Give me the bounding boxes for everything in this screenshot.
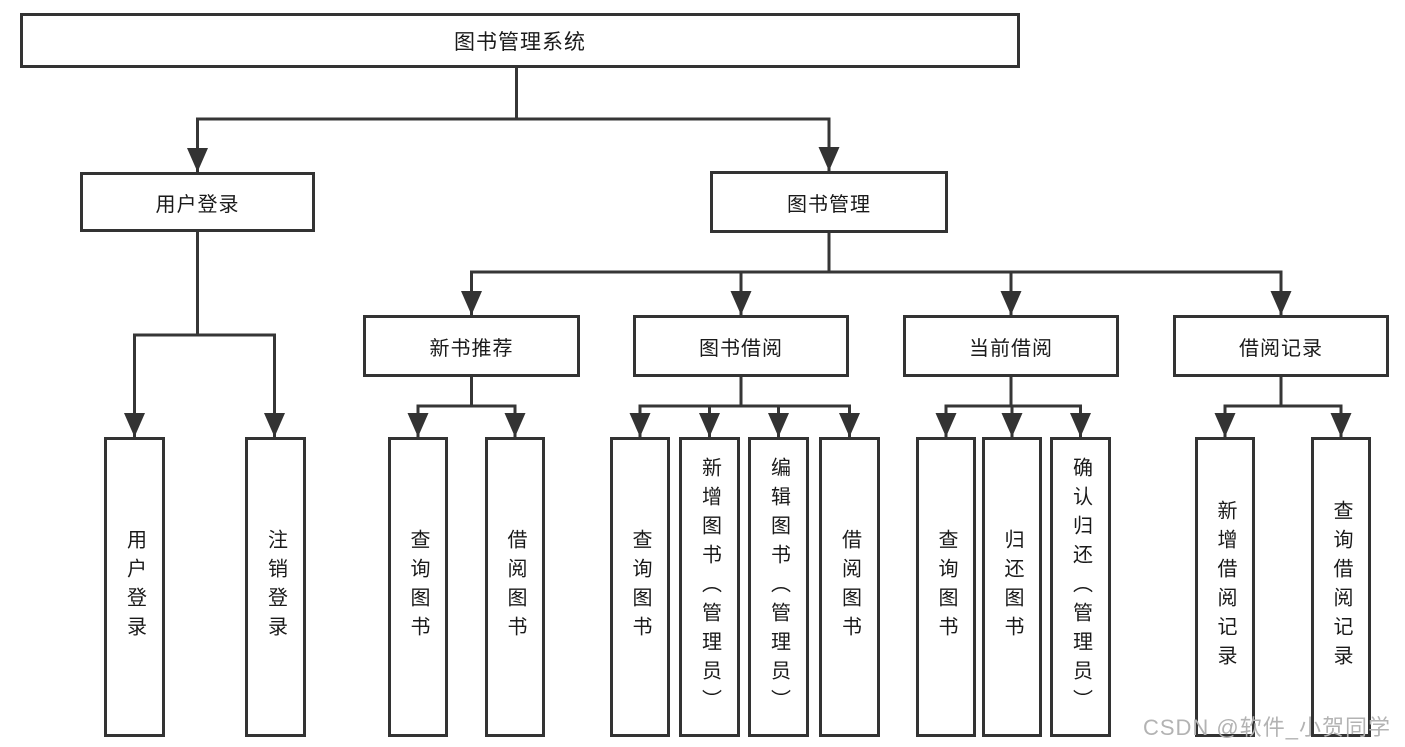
- node-borrow-records: 借阅记录: [1173, 315, 1389, 377]
- node-current-borrow: 当前借阅: [903, 315, 1119, 377]
- leaf-add-book-admin: 新增图书（管理员）: [679, 437, 740, 737]
- leaf-confirm-return-admin: 确认归还（管理员）: [1050, 437, 1111, 737]
- csdn-watermark: CSDN @软件_小贺同学: [1142, 715, 1391, 740]
- node-new-book-recommend: 新书推荐: [363, 315, 580, 377]
- leaf-return-book: 归还图书: [982, 437, 1042, 737]
- node-user-login: 用户登录: [80, 172, 315, 232]
- leaf-query-books-recommend: 查询图书: [388, 437, 448, 737]
- leaf-query-books-current: 查询图书: [916, 437, 976, 737]
- leaf-user-login: 用户登录: [104, 437, 165, 737]
- leaf-borrow-books: 借阅图书: [819, 437, 880, 737]
- node-book-borrow: 图书借阅: [633, 315, 849, 377]
- node-book-management: 图书管理: [710, 171, 948, 233]
- leaf-add-borrow-record: 新增借阅记录: [1195, 437, 1255, 737]
- leaf-logout: 注销登录: [245, 437, 306, 737]
- leaf-edit-book-admin: 编辑图书（管理员）: [748, 437, 809, 737]
- leaf-query-books-borrow: 查询图书: [610, 437, 670, 737]
- leaf-query-borrow-record: 查询借阅记录: [1311, 437, 1371, 737]
- leaf-borrow-books-recommend: 借阅图书: [485, 437, 545, 737]
- node-library-management-system: 图书管理系统: [20, 13, 1020, 68]
